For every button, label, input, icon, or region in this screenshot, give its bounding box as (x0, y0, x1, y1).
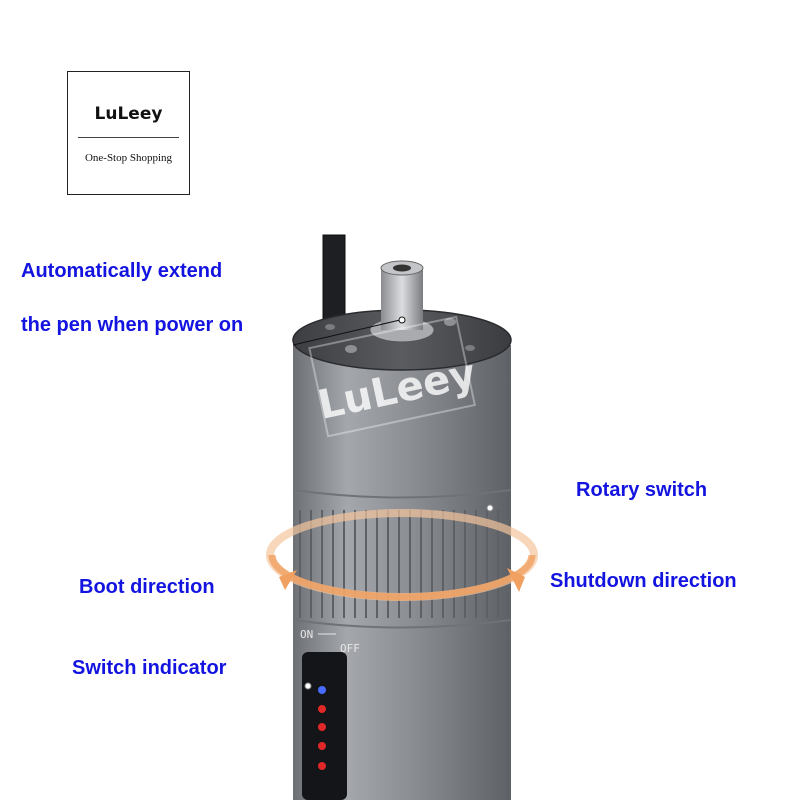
logo-tagline: One-Stop Shopping (84, 152, 173, 164)
arrow-head-left (279, 570, 297, 590)
logo-divider (78, 137, 179, 138)
label-boot-direction: Boot direction (79, 576, 215, 598)
indicator-led-blue (318, 686, 326, 694)
cap-screw (465, 345, 475, 351)
off-mark: OFF (340, 642, 360, 655)
cap-screw (444, 318, 456, 326)
on-mark: ON (300, 628, 313, 641)
label-rotary-switch: Rotary switch (576, 479, 708, 501)
indicator-led (318, 762, 326, 770)
indicator-led (318, 705, 326, 713)
logo-name: LuLeey (94, 104, 163, 124)
leader-line-extend (292, 319, 401, 346)
indicator-led (318, 742, 326, 750)
arrow-head-right (507, 568, 525, 592)
label-shutdown-direction: Shutdown direction (550, 570, 737, 592)
label-switch-indicator: Switch indicator (72, 657, 227, 679)
cap-screw (345, 345, 357, 353)
indicator-led (318, 723, 326, 731)
label-extend-line1: Automatically extend (21, 260, 223, 282)
label-extend-line2: the pen when power on (21, 314, 244, 336)
brand-logo: LuLeey One-Stop Shopping (67, 71, 190, 195)
cap-screw (325, 324, 335, 330)
device-body (293, 345, 511, 800)
